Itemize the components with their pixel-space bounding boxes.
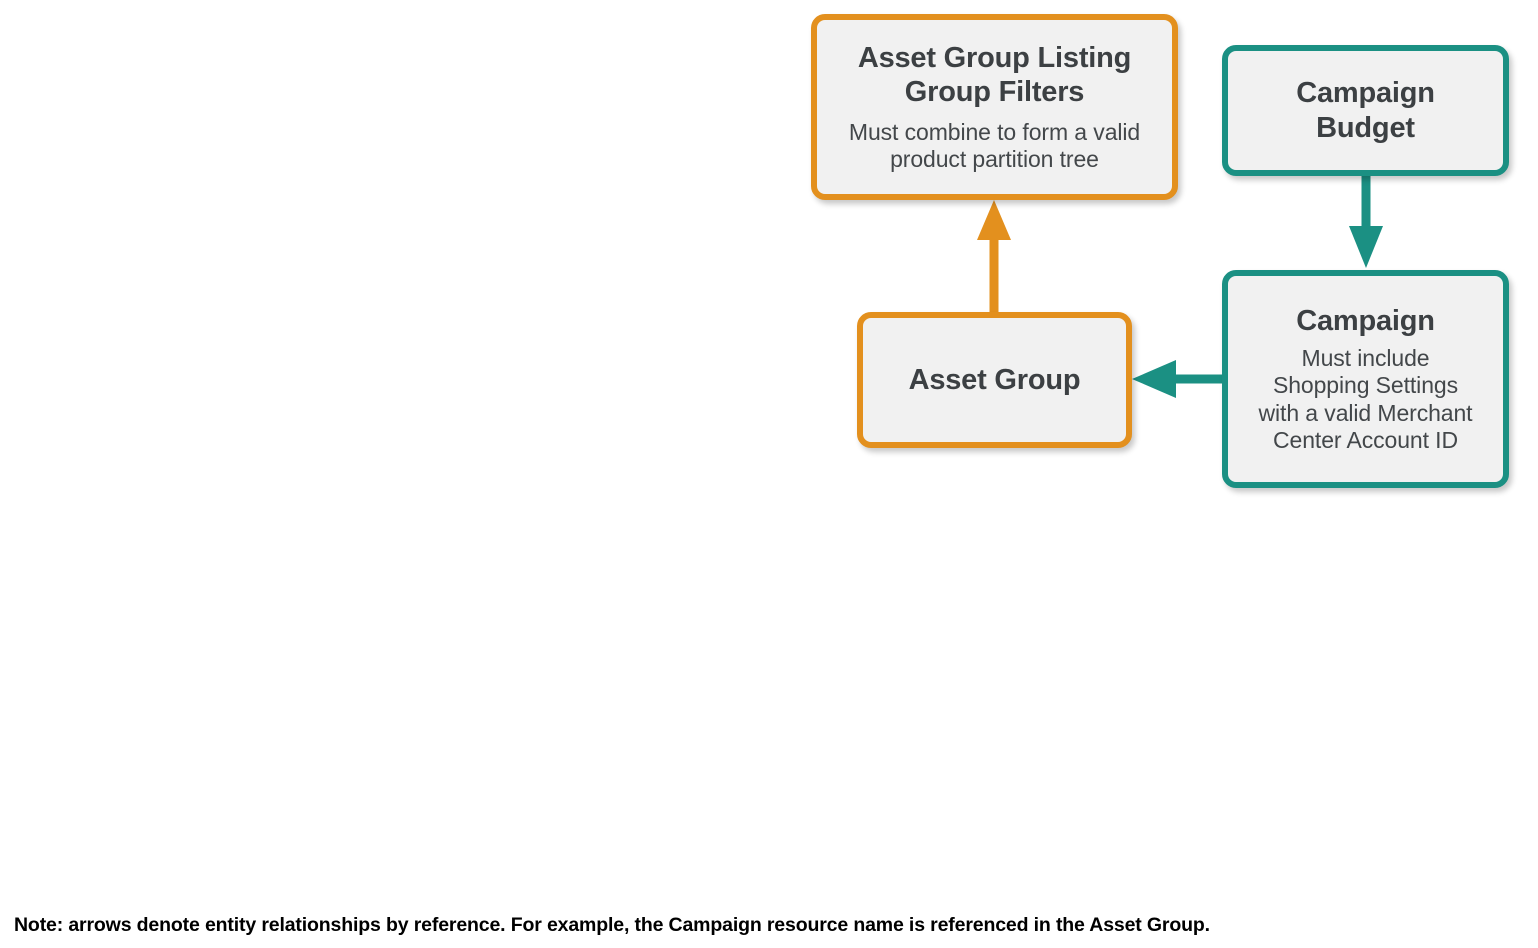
node-asset-group[interactable]: Asset Group [857, 312, 1132, 448]
node-title: Asset Group [908, 363, 1081, 396]
node-campaign-budget[interactable]: Campaign Budget [1222, 45, 1509, 176]
node-title: Campaign [1296, 305, 1435, 338]
arrow-asset-group-to-listing-group-filters [977, 200, 1011, 312]
node-asset-group-listing-group-filters[interactable]: Asset Group Listing Group Filters Must c… [811, 14, 1178, 200]
node-title: Asset Group Listing Group Filters [857, 42, 1132, 109]
arrow-campaign-budget-to-campaign [1349, 176, 1383, 268]
node-title: Campaign Budget [1296, 77, 1435, 144]
arrow-head-up-orange [977, 200, 1011, 240]
node-note: Must combine to form a valid product par… [848, 118, 1141, 172]
arrow-campaign-to-asset-group [1132, 360, 1222, 398]
node-campaign[interactable]: Campaign Must include Shopping Settings … [1222, 270, 1509, 488]
node-note: Must include Shopping Settings with a va… [1258, 345, 1473, 453]
arrow-head-down-teal [1349, 226, 1383, 268]
diagram-footer-note: Note: arrows denote entity relationships… [14, 914, 1210, 936]
arrow-head-left-teal [1132, 360, 1176, 398]
